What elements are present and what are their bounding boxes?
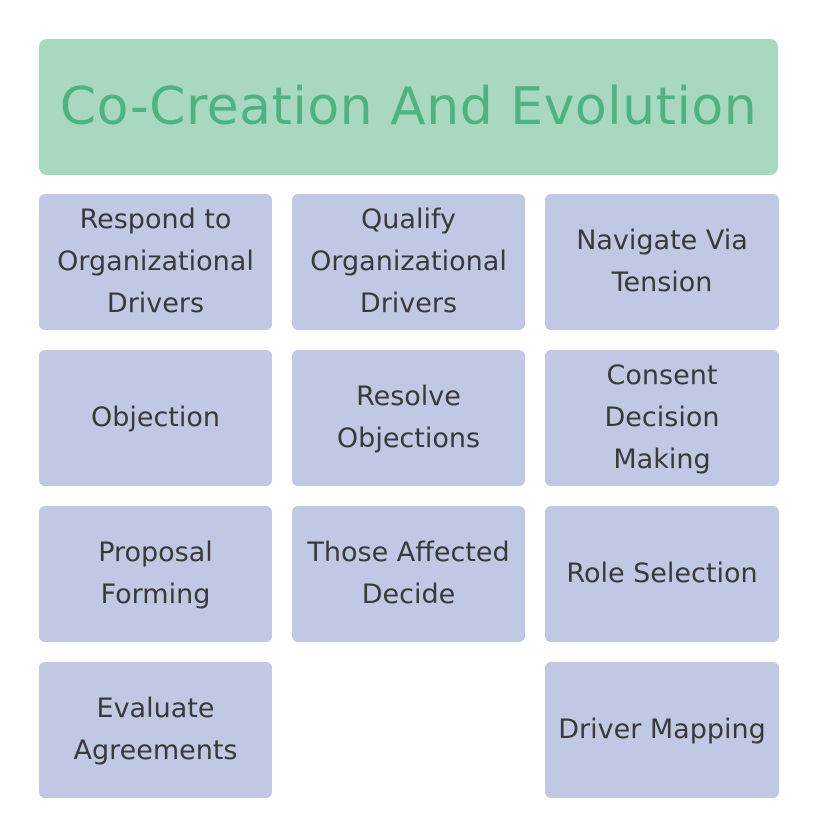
title-banner: Co-Creation And Evolution: [39, 39, 778, 175]
pattern-grid: Respond to Organizational Drivers Qualif…: [39, 194, 779, 798]
tile-label: Proposal Forming: [98, 537, 213, 610]
tile-proposal-forming: Proposal Forming: [39, 506, 272, 642]
tile-qualify-organizational-drivers: Qualify Organizational Drivers: [292, 194, 525, 330]
tile-navigate-via-tension: Navigate Via Tension: [545, 194, 779, 330]
tile-label: Those Affected Decide: [307, 537, 510, 610]
tile-label: Evaluate Agreements: [73, 693, 238, 766]
empty-cell: [292, 662, 525, 798]
tile-label: Role Selection: [566, 558, 758, 589]
tile-driver-mapping: Driver Mapping: [545, 662, 779, 798]
tile-consent-decision-making: Consent Decision Making: [545, 350, 779, 486]
tile-label: Navigate Via Tension: [576, 225, 748, 298]
tile-those-affected-decide: Those Affected Decide: [292, 506, 525, 642]
tile-label: Resolve Objections: [336, 381, 481, 454]
tile-objection: Objection: [39, 350, 272, 486]
tile-label: Qualify Organizational Drivers: [310, 204, 507, 319]
tile-label: Respond to Organizational Drivers: [57, 204, 254, 319]
tile-label: Driver Mapping: [558, 714, 766, 745]
tile-resolve-objections: Resolve Objections: [292, 350, 525, 486]
tile-evaluate-agreements: Evaluate Agreements: [39, 662, 272, 798]
diagram-title: Co-Creation And Evolution: [59, 77, 758, 137]
tile-role-selection: Role Selection: [545, 506, 779, 642]
tile-label: Consent Decision Making: [604, 360, 720, 475]
tile-respond-to-organizational-drivers: Respond to Organizational Drivers: [39, 194, 272, 330]
tile-label: Objection: [90, 402, 221, 433]
